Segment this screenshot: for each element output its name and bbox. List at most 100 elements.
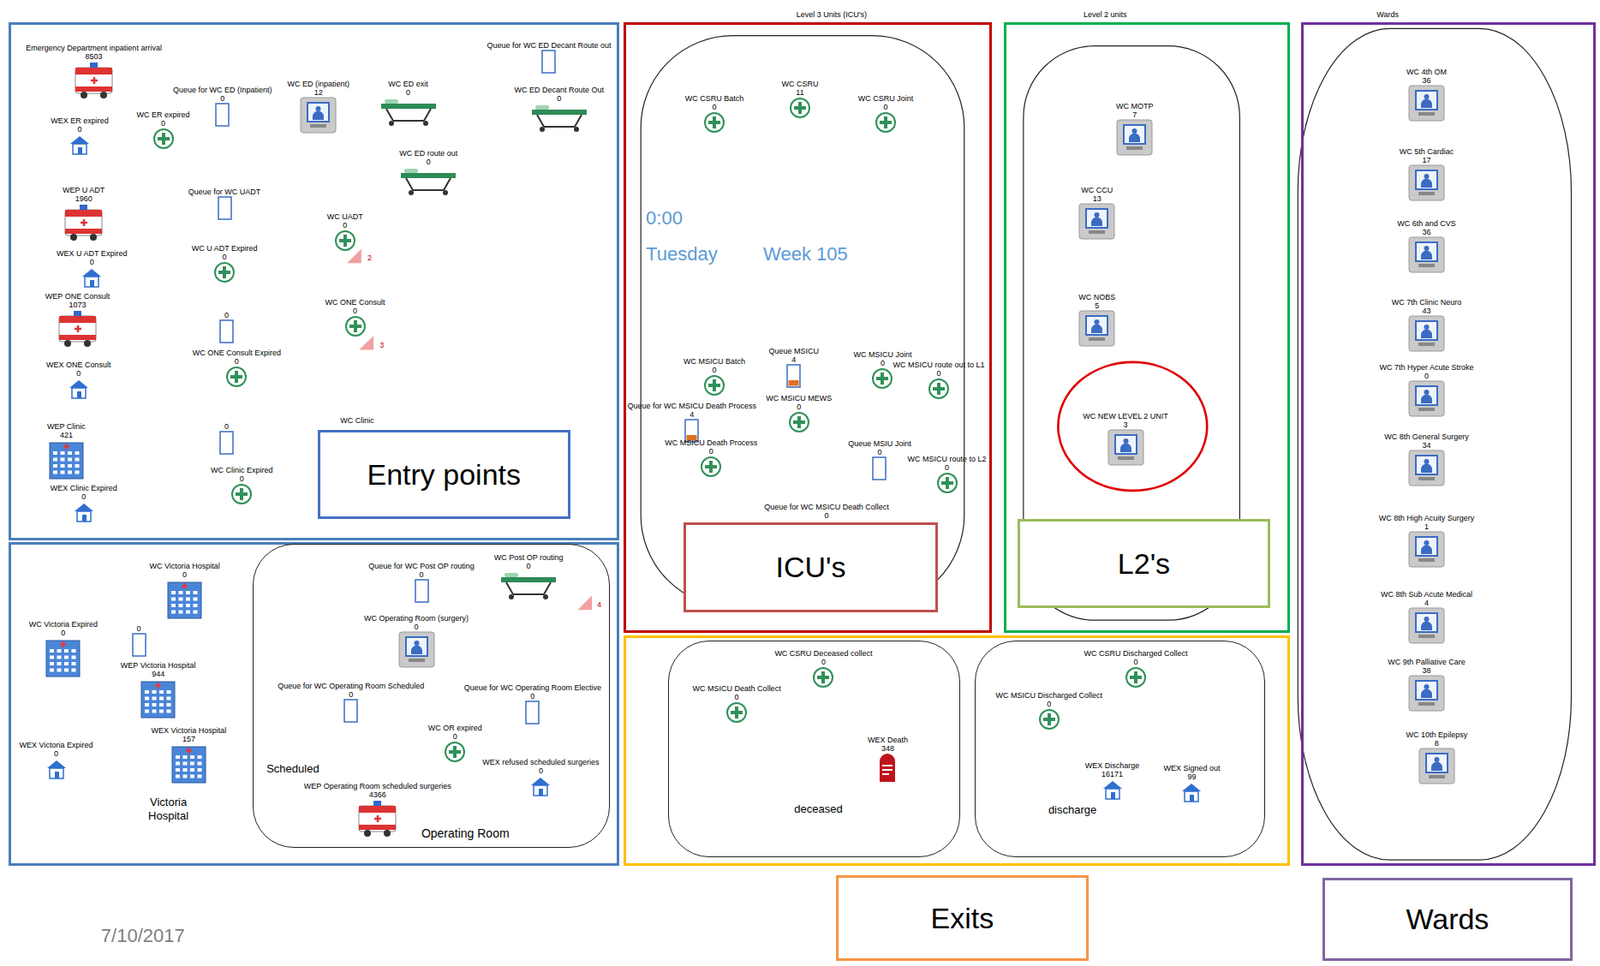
object-count: 16171: [1101, 770, 1123, 779]
object-name: WEX ONE Consult: [46, 360, 112, 370]
object-name: Queue for WC ED Decant Route out: [486, 41, 611, 50]
object-count: 99: [1187, 772, 1196, 782]
sim-object: Queue for WC MSICU Death Process4: [626, 401, 757, 443]
q4-icon: [786, 364, 801, 389]
region-box: Level 3 Units (ICU's)WC CSRU Batch0WC CS…: [623, 22, 992, 633]
object-name: Queue for WC Operating Room Scheduled: [277, 681, 424, 691]
sim-object: WC ONE Consult Expired0: [192, 348, 281, 389]
object-count: 0: [89, 257, 95, 267]
queue-icon: [219, 319, 234, 344]
plus-icon: [725, 701, 748, 724]
object-name: WC ONE Consult Expired: [192, 348, 281, 358]
sim-object: Queue for WC ED (Inpatient)0: [173, 85, 273, 127]
region-label-box: Wards: [1322, 877, 1573, 962]
object-count: 0: [161, 119, 166, 128]
bed-icon: [377, 96, 440, 128]
house-icon: [45, 758, 68, 781]
sim-object: WC Clinic Expired0: [210, 465, 274, 506]
object-name: WC 8th Sub Acute Medical: [1380, 590, 1473, 599]
house-icon: [72, 501, 96, 524]
callout-number: 4: [597, 599, 602, 610]
object-count: 43: [1421, 306, 1431, 316]
object-name: WC 9th Palliative Care: [1387, 657, 1466, 667]
object-count: 4: [791, 355, 796, 365]
amb-icon: [63, 202, 104, 242]
plus-icon: [344, 315, 367, 338]
object-count: 0: [224, 422, 229, 431]
sim-object: WEP Operating Room scheduled surgeries43…: [304, 782, 452, 838]
sim-object: WC 7th Hyper Acute Stroke0: [1379, 363, 1474, 418]
sim-object: WEX U ADT Expired0: [56, 249, 127, 289]
sim-object: WC ER expired0: [137, 110, 191, 150]
object-name: Queue MSIU Joint: [847, 439, 912, 448]
sim-object: Queue for WC ED Decant Route out: [486, 41, 611, 74]
object-name: WC CSRU Joint: [858, 94, 914, 103]
object-name: WC UADT: [327, 212, 364, 221]
sim-object: WC Victoria Hospital0: [149, 561, 220, 621]
object-count: 4366: [369, 790, 387, 800]
object-name: Queue for WC MSICU Death Process: [626, 401, 757, 411]
region-label: ICU's: [775, 549, 846, 585]
object-count: 0: [883, 102, 889, 112]
house-icon: [80, 266, 103, 289]
rounded-area: dischargeWC CSRU Discharged Collect0WC M…: [974, 640, 1266, 858]
object-name: WC Clinic Expired: [210, 465, 274, 475]
sim-object: WC MSICU Death Process0: [664, 438, 758, 478]
object-count: 348: [881, 744, 895, 753]
object-name: WC MSICU Discharged Collect: [995, 691, 1103, 700]
region-label: Exits: [931, 901, 995, 936]
object-name: WC ED Decant Route Out: [514, 85, 605, 95]
sim-object: WC CSRU Discharged Collect0: [1083, 649, 1188, 689]
object-count: 944: [151, 669, 165, 679]
hosp-icon: [47, 439, 86, 481]
bed-icon: [528, 102, 591, 134]
mon-icon: [1078, 310, 1116, 347]
object-count: 0: [239, 474, 245, 484]
plus-icon: [334, 229, 357, 252]
object-count: 0: [821, 657, 826, 667]
object-name: Queue for WC Post OP routing: [368, 561, 474, 571]
object-name: WEP Operating Room scheduled surgeries: [304, 782, 452, 791]
bed-icon: [497, 570, 560, 602]
mon-icon: [1408, 236, 1445, 274]
sim-object: WC MSICU Discharged Collect0: [995, 691, 1103, 731]
sim-object: WC MSICU Batch0: [683, 357, 746, 397]
amb-icon: [73, 60, 114, 100]
plus-icon: [152, 127, 175, 150]
mon-icon: [1408, 164, 1445, 202]
plus-icon: [213, 261, 236, 284]
object-count: 0: [352, 306, 358, 316]
object-name: WC MSICU route out to L1: [892, 360, 985, 370]
region-heading: Level 2 units: [1083, 10, 1128, 19]
object-name: WC ED exit: [388, 79, 429, 89]
object-count: 0: [1046, 699, 1051, 709]
sim-object: WEP Victoria Hospital944: [120, 661, 197, 720]
object-name: WC MSICU MEWS: [765, 394, 832, 403]
area-label: Operating Room: [421, 826, 510, 842]
sim-object: WC CSRU Batch0: [685, 94, 745, 134]
clock-text: 0:00: [645, 207, 683, 229]
plus-icon: [811, 666, 835, 689]
object-name: WEP Victoria Hospital: [120, 661, 197, 670]
region-label-box: L2's: [1017, 519, 1271, 609]
mon-icon: [1408, 674, 1445, 712]
plus-icon: [874, 111, 897, 134]
object-name: WC Operating Room (surgery): [364, 614, 469, 623]
sim-object: WEX Discharge16171: [1085, 761, 1141, 801]
object-count: 0: [76, 369, 81, 378]
object-name: WC OR expired: [428, 723, 483, 733]
region-label: Wards: [1405, 901, 1489, 937]
object-name: WC 8th High Acuity Surgery: [1379, 513, 1475, 523]
object-name: Queue for WC ED (Inpatient): [173, 85, 273, 95]
clock-text: Week 105: [763, 243, 848, 265]
sim-object: WC MSICU MEWS0: [765, 394, 832, 434]
object-name: WEP ONE Consult: [45, 292, 110, 301]
object-count: 0: [526, 561, 532, 571]
sim-object: WC MSICU Joint0: [853, 350, 912, 390]
object-name: Queue for WC MSICU Death Collect: [764, 502, 890, 512]
plus-icon: [788, 411, 811, 434]
object-name: WEP Clinic: [47, 422, 86, 431]
queue-icon: [214, 102, 230, 127]
object-count: 421: [59, 430, 73, 440]
